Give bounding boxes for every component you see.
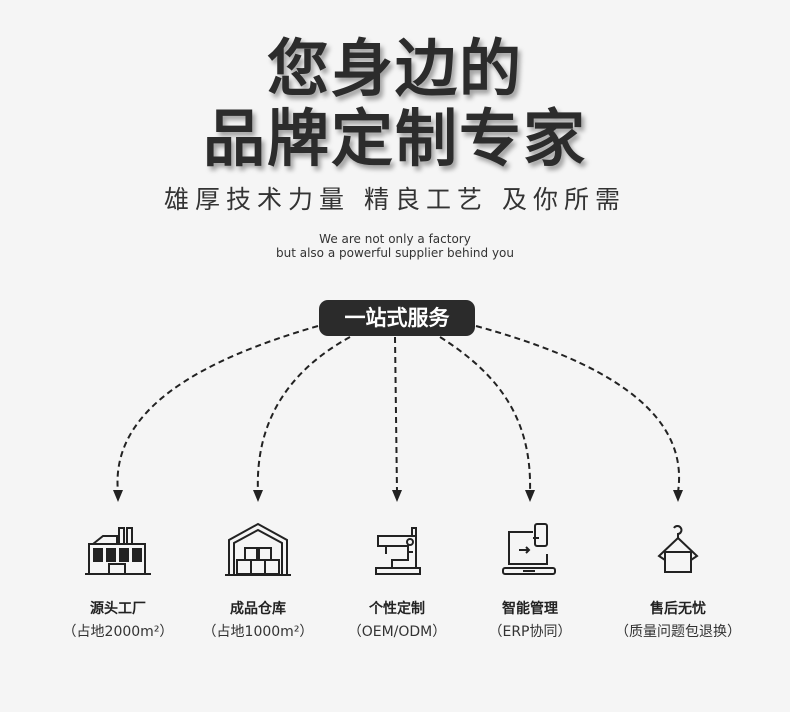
service-subtitle: （OEM/ODM）	[347, 624, 447, 640]
service-title: 智能管理	[502, 601, 558, 617]
service-item-custom: 个性定制 （OEM/ODM）	[322, 520, 472, 641]
arrow-path-4	[439, 336, 532, 493]
arrowhead-5	[673, 490, 683, 502]
service-title: 源头工厂	[90, 601, 146, 617]
arrowhead-3	[392, 490, 402, 502]
arrow-path-2	[256, 336, 351, 493]
service-title: 售后无忧	[650, 601, 706, 617]
arrow-path-3	[394, 336, 398, 493]
hanger-icon	[657, 525, 699, 573]
headline-line2: 品牌定制专家	[202, 102, 587, 175]
english-line1: We are not only a factory	[319, 232, 471, 246]
service-subtitle: （占地2000m²）	[62, 624, 174, 640]
warehouse-icon	[225, 522, 291, 576]
service-subtitle: （质量问题包退换）	[615, 624, 741, 640]
arrowhead-2	[253, 490, 263, 502]
service-title: 成品仓库	[230, 601, 286, 617]
sewing-machine-icon	[375, 527, 421, 575]
service-item-aftersales: 售后无忧 （质量问题包退换）	[603, 520, 753, 641]
english-line2: but also a powerful supplier behind you	[276, 246, 514, 260]
service-item-warehouse: 成品仓库 （占地1000m²）	[183, 520, 333, 641]
service-subtitle: （ERP协同）	[488, 624, 572, 640]
service-item-management: 智能管理 （ERP协同）	[455, 520, 605, 641]
arrow-path-1	[116, 325, 319, 493]
service-item-factory: 源头工厂 （占地2000m²）	[43, 520, 193, 641]
arrow-path-5	[475, 325, 681, 493]
arrowhead-4	[525, 490, 535, 502]
arrowhead-1	[113, 490, 123, 502]
computer-phone-icon	[502, 523, 556, 575]
service-title: 个性定制	[369, 601, 425, 617]
one-stop-service-badge: 一站式服务	[319, 300, 475, 336]
factory-icon	[85, 527, 151, 575]
service-subtitle: （占地1000m²）	[202, 624, 314, 640]
headline-line1: 您身边的	[266, 32, 523, 105]
tagline: 雄厚技术力量 精良工艺 及你所需	[164, 185, 626, 214]
